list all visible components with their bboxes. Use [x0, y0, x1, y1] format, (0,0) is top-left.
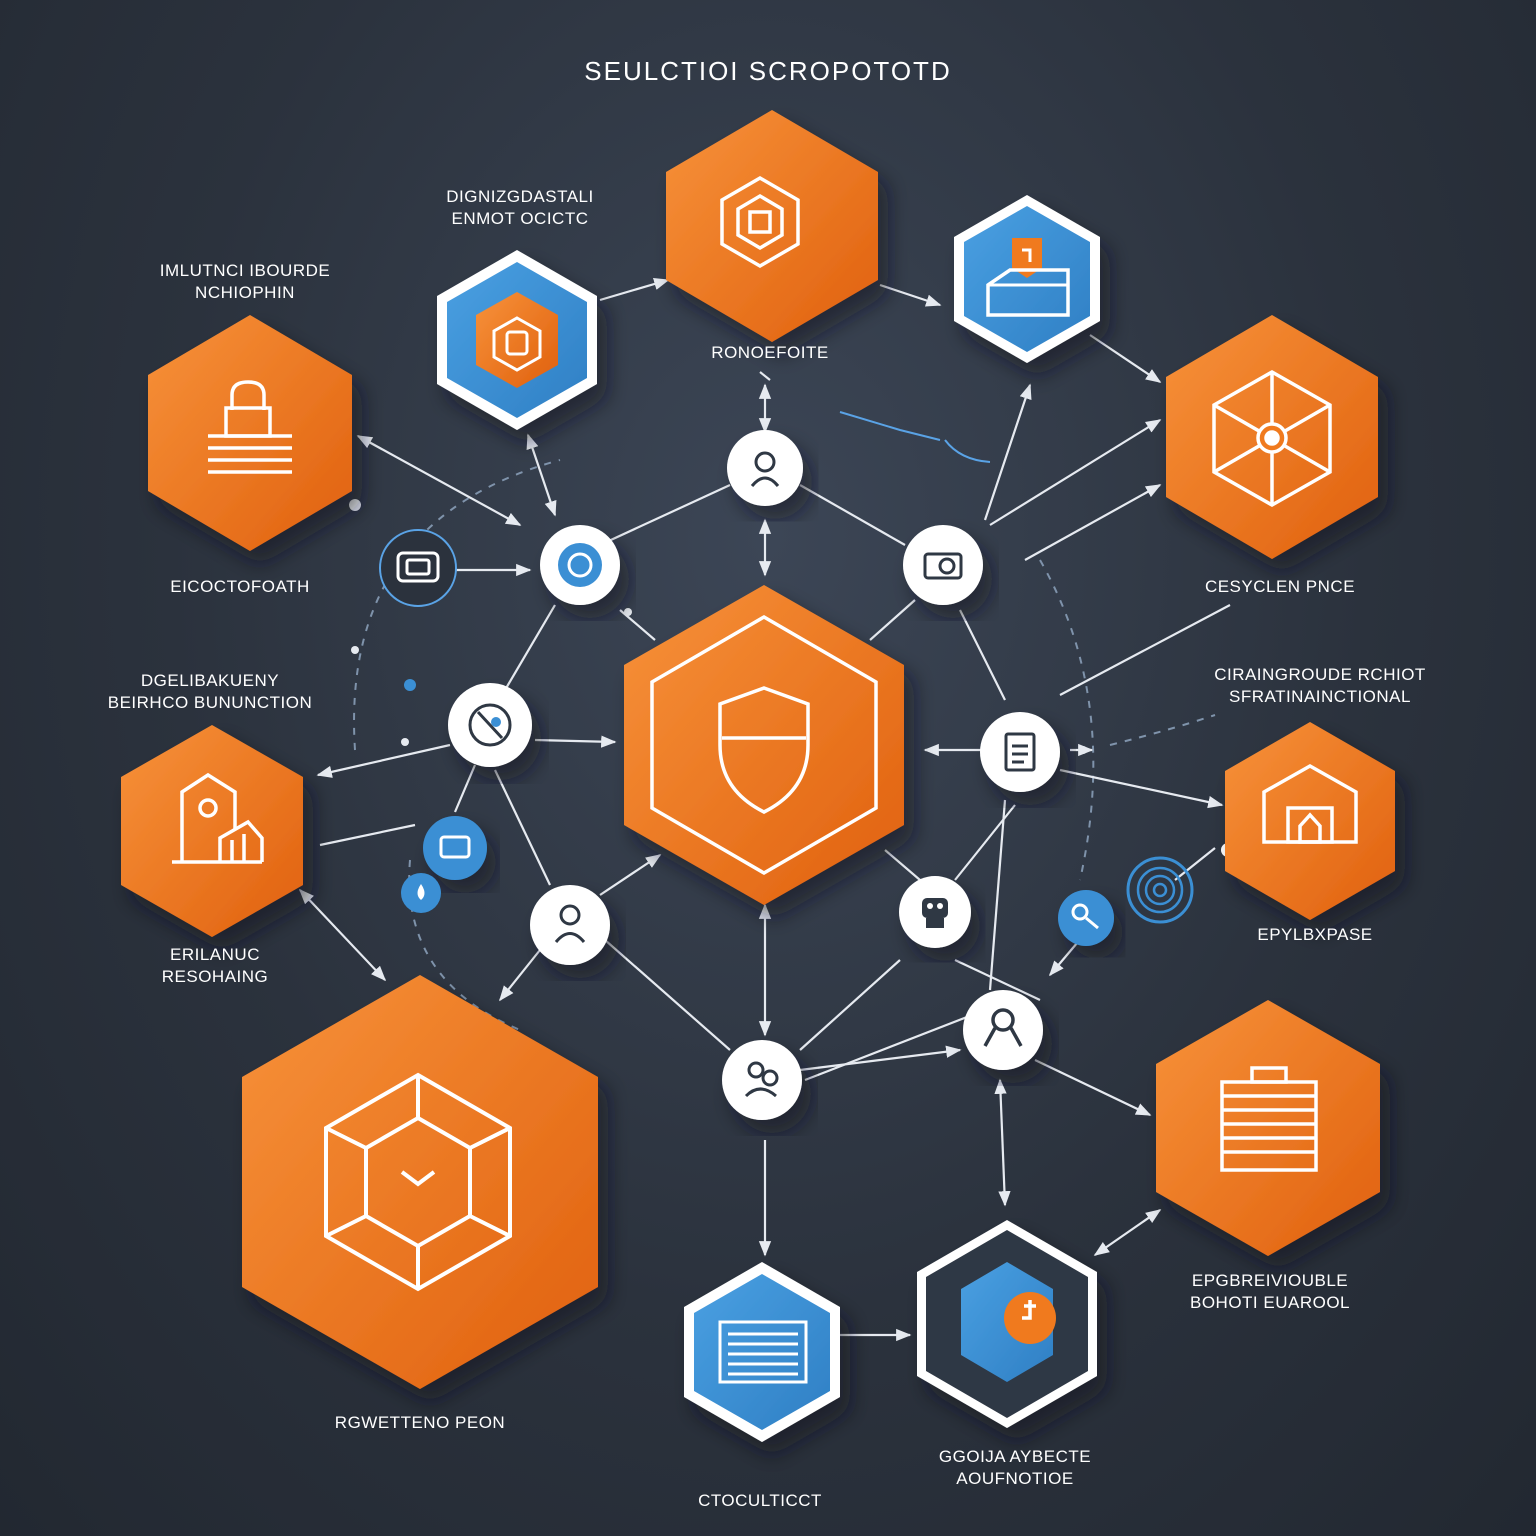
label-right-lower: EPYLBXPASE — [1257, 925, 1373, 944]
node-dots — [349, 499, 1235, 857]
circle-user-node[interactable] — [727, 430, 803, 506]
robot-icon — [922, 898, 948, 928]
label-bottom-left: RGWETTENO PEON — [334, 1413, 506, 1432]
tag-icon — [1004, 1292, 1056, 1344]
label-top-center: RONOEFOITE — [711, 343, 829, 362]
label-left-upper: IMLUTNCI IBOURDE NCHIOPHIN — [159, 261, 331, 302]
hex-clipboard-node[interactable] — [1156, 1000, 1380, 1256]
label-left-center: DGELIBAKUENY BEIRHCO BUNUNCTION — [107, 671, 313, 712]
connections — [298, 278, 1231, 1342]
circle-id-card-node[interactable] — [980, 712, 1060, 792]
building-icon — [172, 772, 264, 864]
warehouse-icon — [1262, 763, 1358, 844]
label-left-mid: EICOCTOFOATH — [170, 577, 310, 596]
person-icon — [554, 904, 586, 943]
label-top-left-small: DIGNIZGDASTALI ENMOT OCICTC — [446, 187, 594, 228]
label-bottom-right: EPGBREIVIOUBLE BOHOTI EUAROOL — [1189, 1271, 1351, 1312]
hex-building-node[interactable] — [121, 725, 303, 937]
label-left-lower: ERILANUC RESOHAING — [161, 945, 269, 986]
globe-icon — [468, 703, 512, 747]
circle-chip-node[interactable] — [379, 529, 457, 607]
inbox-icon — [986, 238, 1070, 317]
people-icon — [744, 1061, 779, 1098]
document-icon — [718, 1320, 808, 1384]
ribbon-icon — [983, 1008, 1023, 1047]
fingerprint-icon — [1136, 866, 1184, 914]
hex-inbox-node[interactable] — [954, 195, 1100, 363]
at-icon — [558, 543, 602, 587]
chip-icon — [396, 551, 440, 583]
cube-gear-icon — [1212, 369, 1332, 508]
code-hex-icon — [492, 316, 542, 372]
key-icon — [1071, 903, 1099, 930]
hex-box-node[interactable] — [666, 110, 878, 342]
cube-icon — [324, 1072, 512, 1292]
label-right-mid-upper: CESYCLEN PNCE — [1204, 577, 1356, 596]
hex-document-node[interactable] — [684, 1262, 840, 1442]
diagram-title: SEULCTIOI SCROPOTOTD — [584, 56, 952, 86]
hex-shield-node[interactable] — [624, 585, 904, 905]
label-right-center: CIRAINGROUDE RCHIOT SFRATINAINCTIONAL — [1214, 665, 1426, 706]
camera-icon — [923, 552, 963, 580]
hex-warehouse-node[interactable] — [1225, 722, 1395, 920]
drop-icon — [417, 884, 425, 900]
circle-camera-node[interactable] — [903, 525, 983, 605]
hex-lock-node[interactable] — [148, 315, 352, 551]
hex-code-node[interactable] — [437, 250, 597, 430]
user-icon — [750, 451, 780, 487]
box-icon — [720, 175, 800, 269]
id-card-icon — [1004, 732, 1036, 772]
circle-monitor-node[interactable] — [423, 816, 487, 880]
label-bottom-center-right: GGOIJA AYBECTE AOUFNOTIOE — [938, 1447, 1092, 1488]
monitor-icon — [439, 835, 471, 859]
lock-icon — [208, 380, 292, 474]
clipboard-icon — [1220, 1066, 1318, 1172]
shield-icon — [650, 614, 878, 876]
circle-fingerprint-node[interactable] — [1126, 856, 1194, 924]
label-bottom-center: CTOCULTICCT — [698, 1491, 822, 1510]
